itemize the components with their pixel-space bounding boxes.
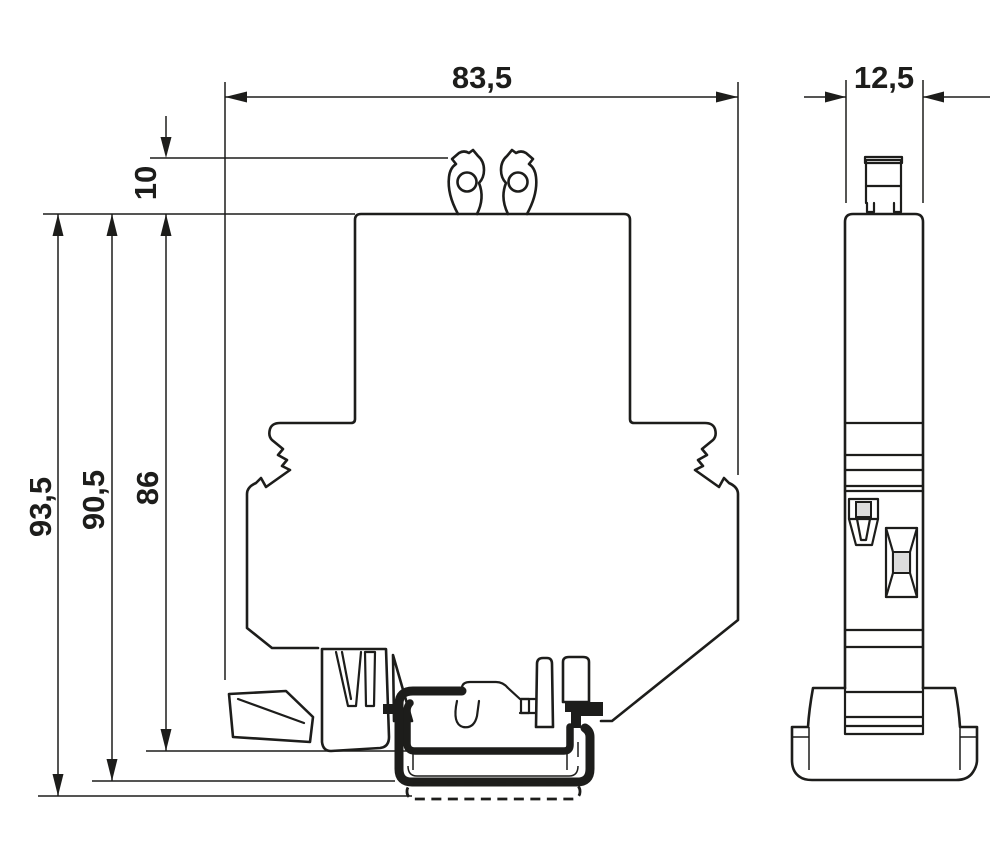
connector-cap <box>863 155 904 165</box>
connector-leg-left <box>865 201 876 214</box>
arrowhead-83-left <box>225 91 247 103</box>
din-rail-inner-edge <box>407 765 579 777</box>
dim-label-rail-bottom-height: 90,5 <box>76 470 111 530</box>
funnel-lower-opening <box>892 551 911 574</box>
top-connector <box>863 155 904 214</box>
latch-finger-right <box>561 655 591 704</box>
housing-outline <box>245 212 740 723</box>
rail-pocket-blob <box>454 699 481 729</box>
latch-pin <box>383 704 393 714</box>
dimension-lines <box>38 80 990 797</box>
finger-hook <box>519 697 537 715</box>
foot-ear-lines <box>792 727 977 770</box>
arrowhead-86-down <box>160 729 172 751</box>
arrowhead-93-down <box>52 774 64 796</box>
latch-finger-left <box>534 656 555 729</box>
dim-label-front-width: 83,5 <box>452 60 512 95</box>
connector-outline <box>864 158 903 205</box>
din-rail <box>394 686 603 801</box>
din-rail-alt-position <box>405 782 582 801</box>
arrowhead-90-down <box>106 759 118 781</box>
din-rail-outer <box>394 686 595 787</box>
lug-hole-right <box>507 171 529 193</box>
latch-lever <box>227 689 315 744</box>
arrowhead-83-right <box>716 91 738 103</box>
lug-right <box>499 148 538 216</box>
din-rail-inner <box>403 699 574 755</box>
foot-center-slot <box>843 686 925 736</box>
side-body-lines <box>843 421 925 649</box>
terminal-funnel-upper <box>847 497 880 547</box>
din-rail-ticks <box>412 742 579 770</box>
arrowhead-10-down <box>160 137 172 158</box>
arrowhead-12-left <box>825 91 846 103</box>
side-foot <box>790 686 979 782</box>
latch-lever-inner-line <box>236 697 306 725</box>
funnel-upper-opening <box>855 501 872 518</box>
dimension-labels: 83,5 12,5 10 86 90,5 93,5 <box>23 60 914 537</box>
latch-block-bar <box>363 650 377 708</box>
funnel-upper-taper <box>855 517 872 542</box>
dim-label-overall-height: 93,5 <box>23 477 58 537</box>
foot-outline <box>790 686 979 782</box>
front-view <box>227 148 740 801</box>
arrowhead-12-right <box>923 91 944 103</box>
dim-label-lug-offset: 10 <box>128 166 163 200</box>
latch-block-v-slot <box>334 650 363 708</box>
lug-left <box>447 148 486 216</box>
dim-label-rail-top-height: 86 <box>130 471 165 505</box>
side-body-outline <box>843 212 925 690</box>
screw-lugs <box>447 148 538 216</box>
arrowhead-86-up <box>160 214 172 236</box>
din-rail-step <box>565 702 603 728</box>
rail-pocket-hump <box>460 680 531 715</box>
dim-label-side-width: 12,5 <box>854 60 914 95</box>
funnel-lower-outline <box>884 526 919 599</box>
connector-leg-right <box>892 201 903 214</box>
terminal-funnel-lower <box>884 526 919 599</box>
arrowhead-93-up <box>52 214 64 236</box>
side-view <box>790 155 979 782</box>
lug-hole-left <box>456 171 478 193</box>
arrowhead-90-up <box>106 214 118 236</box>
